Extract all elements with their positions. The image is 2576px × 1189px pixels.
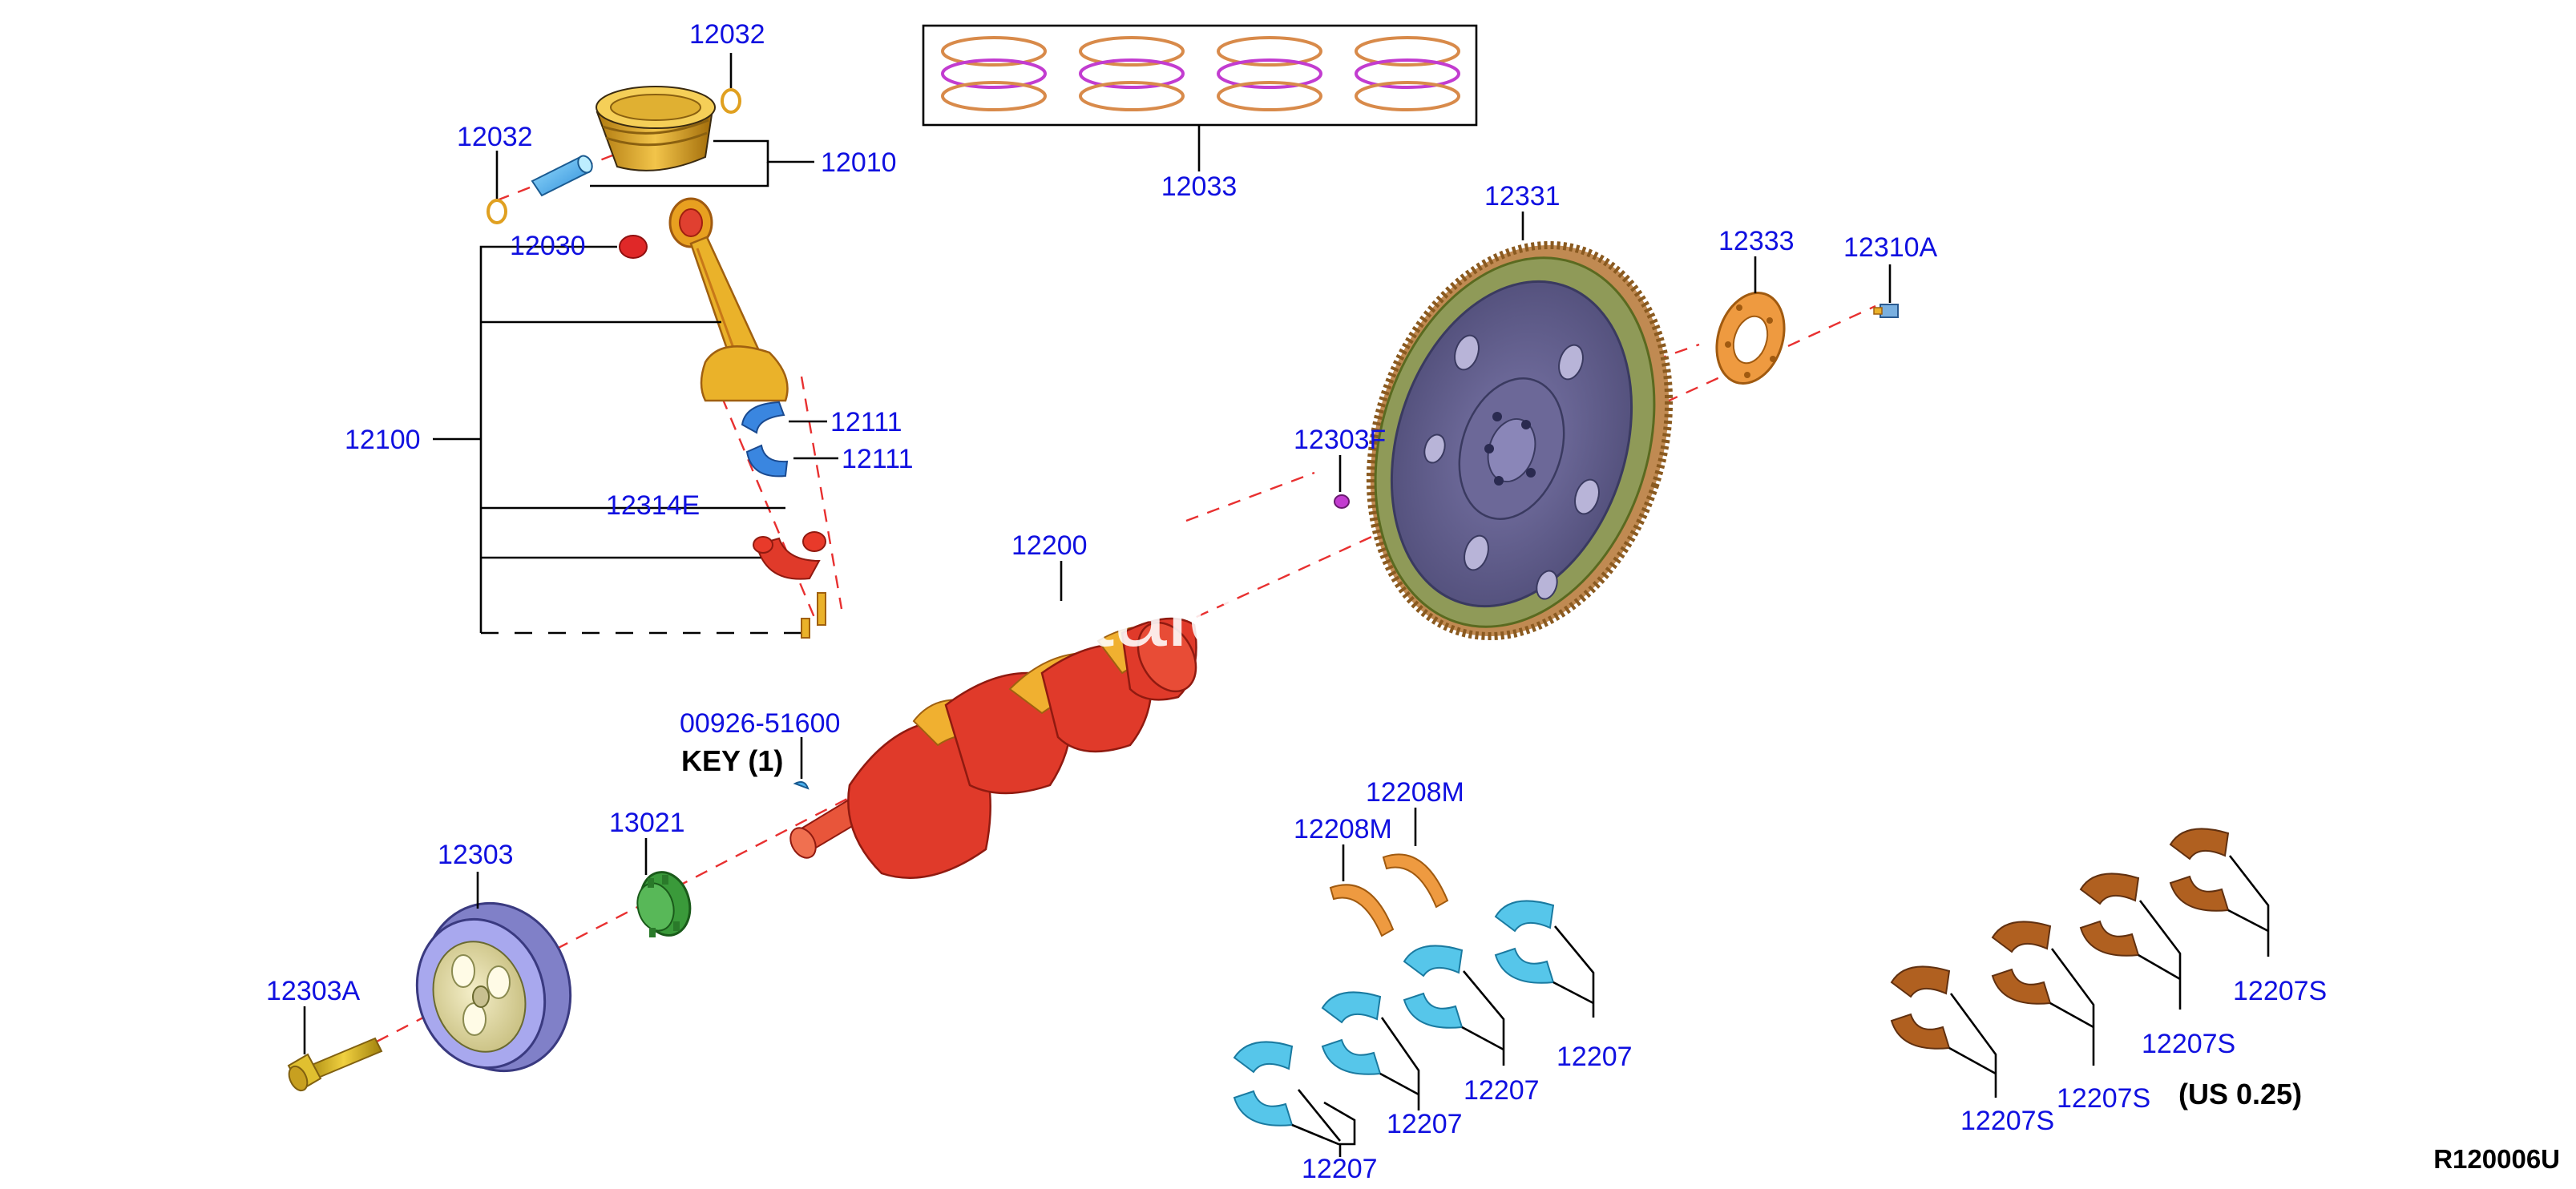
main-bearing-undersize-12207s-b[interactable]: 12207S xyxy=(1991,921,2150,1114)
callout-12010[interactable]: 12010 xyxy=(821,147,897,178)
main-bearing-icon xyxy=(1321,991,1382,1075)
flywheel-icon xyxy=(1366,240,1674,641)
main-bearing-undersize-icon xyxy=(2079,873,2140,957)
callout-12030[interactable]: 12030 xyxy=(510,231,586,261)
main-bearing-12207-a[interactable]: 12207 xyxy=(1233,1041,1378,1184)
main-bearing-icon xyxy=(1494,900,1555,984)
callout-12303a[interactable]: 12303A xyxy=(266,976,361,1006)
crank-pulley-12303[interactable]: 12303 xyxy=(398,840,592,1090)
callout-12207-c[interactable]: 12207 xyxy=(1464,1075,1540,1106)
snap-ring-icon xyxy=(487,199,507,224)
piston-ring-icon xyxy=(941,36,1460,111)
undersize-note: (US 0.25) xyxy=(2178,1078,2302,1110)
rod-bearing-icon xyxy=(745,444,789,478)
callout-00926-51600[interactable]: 00926-51600 xyxy=(680,708,840,739)
main-bearing-12207-c[interactable]: 12207 xyxy=(1403,945,1540,1106)
callout-12032-a[interactable]: 12032 xyxy=(689,19,765,50)
main-bearing-undersize-icon xyxy=(1991,921,2052,1005)
callout-12111-a[interactable]: 12111 xyxy=(830,407,902,437)
diagram-reference-code: R120006U xyxy=(2433,1144,2560,1174)
rod-bearing-12111-b[interactable]: 12111 xyxy=(745,444,914,478)
snap-ring-icon xyxy=(721,88,741,114)
woodruff-key-00926-51600[interactable]: 00926-51600 KEY (1) xyxy=(680,708,840,790)
main-bearing-undersize-12207s-a[interactable]: 12207S xyxy=(1890,965,2054,1136)
rod-bearing-12111-a[interactable]: 12111 xyxy=(741,401,902,437)
callout-12032-b[interactable]: 12032 xyxy=(457,122,533,152)
crankshaft-12200[interactable]: 12200 xyxy=(785,530,1208,879)
rod-bearing-icon xyxy=(741,401,785,434)
crank-pulley-icon xyxy=(415,901,572,1073)
callout-12208m-a[interactable]: 12208M xyxy=(1294,814,1392,844)
callout-12331[interactable]: 12331 xyxy=(1484,181,1561,212)
pulley-bolt-icon xyxy=(287,1037,383,1092)
callout-12200[interactable]: 12200 xyxy=(1011,530,1088,561)
callout-12314e[interactable]: 12314E xyxy=(606,490,700,521)
flywheel-bolt-12310a[interactable]: 12310A xyxy=(1843,232,1938,318)
callout-12207-b[interactable]: 12207 xyxy=(1387,1109,1463,1139)
callout-12207s-a[interactable]: 12207S xyxy=(1960,1106,2054,1136)
callout-12207s-b[interactable]: 12207S xyxy=(2057,1083,2150,1114)
main-bearing-12207-b[interactable]: 12207 xyxy=(1321,991,1463,1139)
reinforcement-plate-12333[interactable]: 12333 xyxy=(1706,226,1795,393)
reinforcement-plate-icon xyxy=(1715,291,1786,385)
main-bearing-icon xyxy=(1403,945,1464,1029)
callout-12310a[interactable]: 12310A xyxy=(1843,232,1938,263)
callout-12207s-c[interactable]: 12207S xyxy=(2142,1029,2235,1059)
thrust-washer-icon xyxy=(1382,853,1449,909)
connecting-rod-icon xyxy=(668,197,789,402)
rod-bushing-icon xyxy=(619,235,648,259)
main-bearing-undersize-12207s-d[interactable]: 12207S xyxy=(2169,828,2327,1006)
piston-icon xyxy=(596,86,716,171)
thrust-washer-12208m-b[interactable]: 12208M xyxy=(1366,777,1464,909)
callout-13021[interactable]: 13021 xyxy=(609,808,685,838)
callout-12100[interactable]: 12100 xyxy=(345,425,421,455)
rod-cap-icon xyxy=(753,531,826,639)
connecting-rod-12100[interactable]: 12100 xyxy=(345,197,810,635)
bolt-icon xyxy=(1873,304,1899,318)
flywheel-12331[interactable]: 12331 xyxy=(1322,181,1717,675)
snap-ring-12032-a[interactable]: 12032 xyxy=(689,19,765,114)
piston-ring-set-12033[interactable]: 12033 xyxy=(922,24,1478,202)
watermark: co talo xyxy=(962,561,1241,667)
callout-12111-b[interactable]: 12111 xyxy=(842,444,914,474)
callout-12033[interactable]: 12033 xyxy=(1161,171,1238,202)
callout-12303[interactable]: 12303 xyxy=(438,840,514,870)
callout-12208m-b[interactable]: 12208M xyxy=(1366,777,1464,808)
callout-12207s-d[interactable]: 12207S xyxy=(2233,976,2327,1006)
woodruff-key-icon xyxy=(793,781,810,790)
main-bearing-icon xyxy=(1233,1041,1294,1127)
thrust-washer-12208m-a[interactable]: 12208M xyxy=(1294,814,1395,937)
pilot-bushing-icon xyxy=(1334,494,1350,509)
crankshaft-icon xyxy=(789,617,1197,879)
callout-12333[interactable]: 12333 xyxy=(1718,226,1795,256)
key-quantity-note: KEY (1) xyxy=(681,744,783,777)
pulley-bolt-12303a[interactable]: 12303A xyxy=(266,976,383,1094)
sprocket-13021[interactable]: 13021 xyxy=(609,808,696,941)
piston-pin-icon xyxy=(531,155,593,197)
main-bearing-undersize-icon xyxy=(2169,828,2230,912)
callout-12303f[interactable]: 12303F xyxy=(1294,425,1386,455)
callout-12207-a[interactable]: 12207 xyxy=(1302,1154,1378,1184)
main-bearing-undersize-icon xyxy=(1890,965,1951,1050)
snap-ring-12032-b[interactable]: 12032 xyxy=(457,122,533,224)
pilot-bushing-12303f[interactable]: 12303F xyxy=(1294,425,1386,509)
main-bearing-12207-d[interactable]: 12207 xyxy=(1494,900,1633,1072)
rod-cap-12314e[interactable]: 12314E xyxy=(606,490,826,639)
sprocket-icon xyxy=(636,871,692,937)
callout-12207-d[interactable]: 12207 xyxy=(1557,1042,1633,1072)
bushing-12030[interactable]: 12030 xyxy=(510,231,586,261)
thrust-washer-icon xyxy=(1329,884,1395,937)
main-bearing-undersize-12207s-c[interactable]: 12207S xyxy=(2079,873,2235,1059)
piston-12010[interactable]: 12010 xyxy=(531,86,897,197)
